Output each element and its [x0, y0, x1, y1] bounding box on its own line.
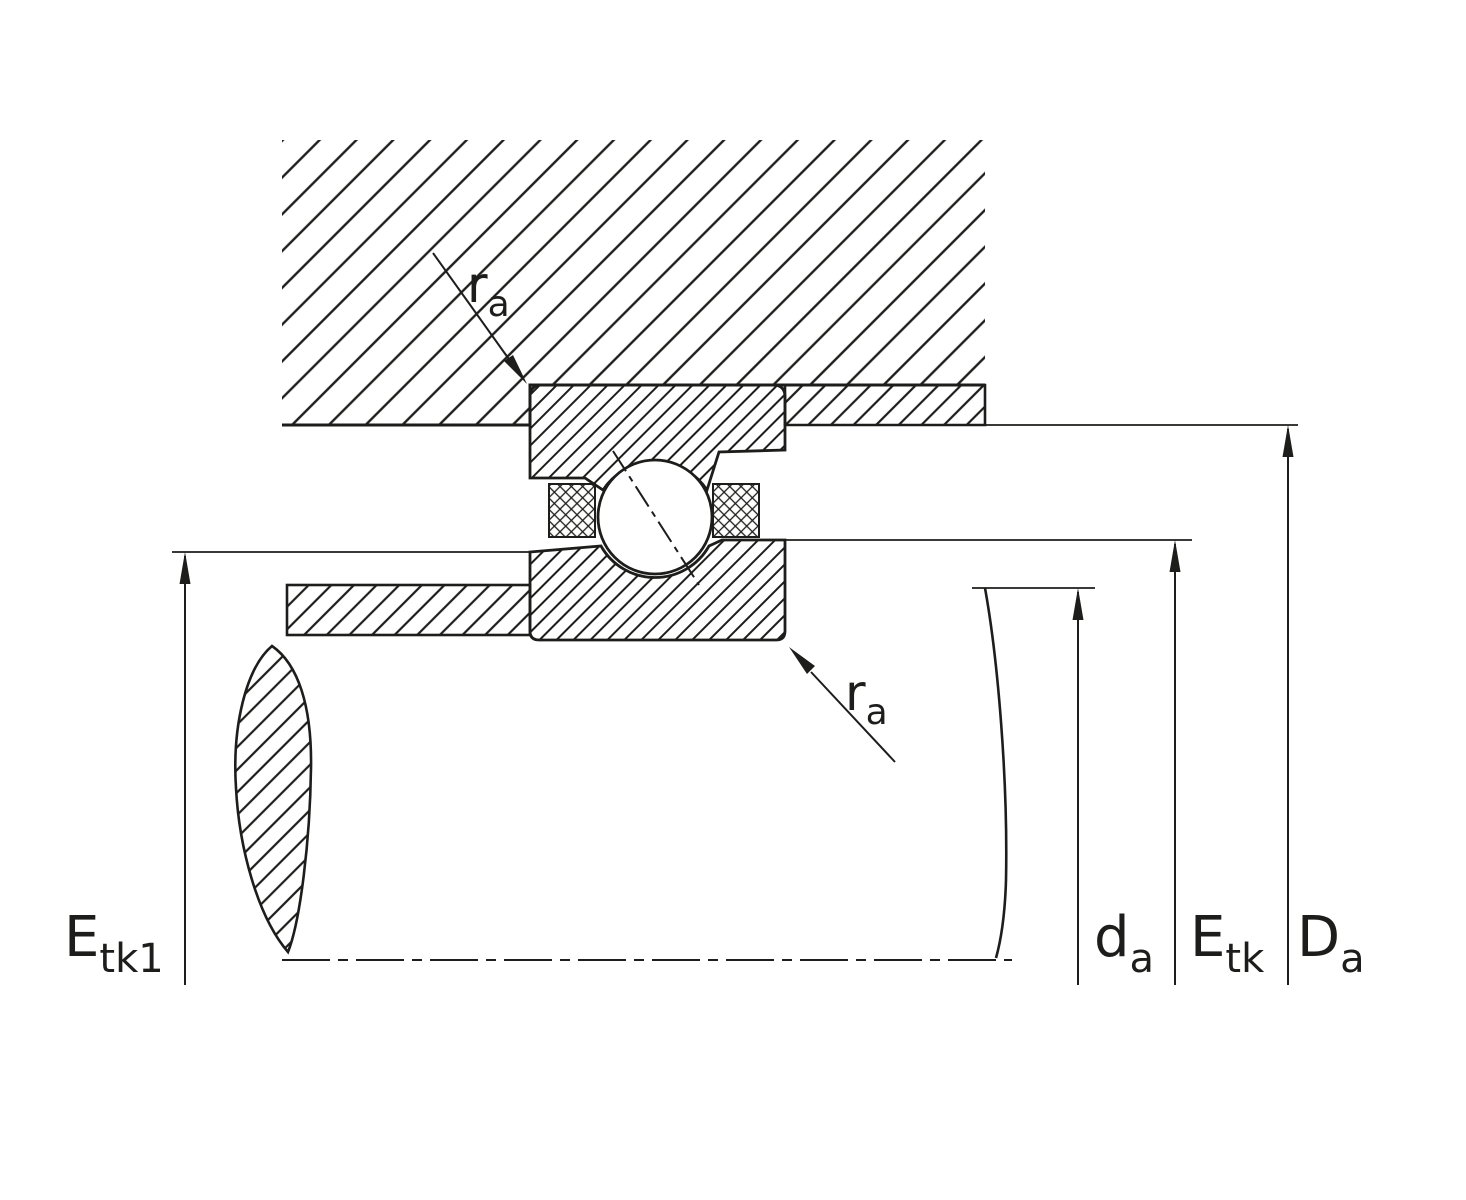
shaft-spacer-section	[285, 583, 532, 637]
label-ra-top: ra	[467, 256, 510, 325]
shaft-contour-line	[983, 587, 1008, 959]
arrowhead-da	[1072, 588, 1084, 620]
contact-angle-centerline	[612, 450, 700, 586]
bearing-cage-left	[548, 483, 596, 538]
label-da: da	[1094, 905, 1154, 982]
bearing-inner-ring	[528, 538, 787, 642]
bearing-cage-right	[712, 483, 760, 538]
housing-section	[282, 140, 985, 425]
label-etk1: Etk1	[64, 905, 164, 982]
housing-cover-section	[785, 385, 985, 425]
leader-line-ra-bottom	[810, 671, 896, 763]
label-Da: Da	[1297, 905, 1365, 982]
leader-line-ra-top	[432, 252, 522, 377]
arrowhead-Da	[1282, 425, 1294, 457]
label-ra-bottom: ra	[845, 664, 888, 733]
shaft-relief-section	[234, 644, 313, 955]
label-etk: Etk	[1190, 905, 1265, 982]
arrowhead-etk	[1169, 540, 1181, 572]
bearing-ball	[596, 458, 714, 576]
leader-arrowhead-ra-top	[504, 355, 527, 384]
leader-arrowhead-ra-bottom	[789, 647, 815, 674]
arrowhead-etk1	[179, 552, 191, 584]
